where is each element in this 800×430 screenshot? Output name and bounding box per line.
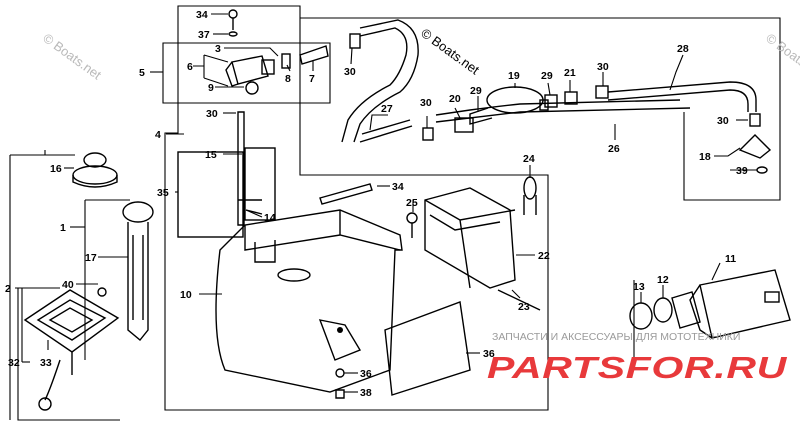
callout-12: 12 [657, 274, 669, 286]
callout-30: 30 [420, 97, 432, 109]
callout-22: 22 [538, 250, 550, 262]
callout-21: 21 [564, 67, 576, 79]
callout-30: 30 [597, 61, 609, 73]
fuel-gauge [122, 201, 154, 341]
leader-lines [15, 13, 757, 393]
boats-watermark-left: © Boats.net [40, 30, 104, 82]
callout-37: 39 [736, 165, 748, 177]
fuel-hoses [341, 19, 757, 143]
callout-4: 4 [155, 129, 161, 141]
callout-3: 3 [215, 43, 221, 55]
callout-36: 36 [360, 368, 372, 380]
callout-35: 36 [483, 348, 495, 360]
callout-26: 26 [608, 143, 620, 155]
callout-2: 2 [5, 283, 11, 295]
callout-29: 29 [541, 70, 553, 82]
callout-38: 38 [360, 387, 372, 399]
watermarks: © Boats.net © Boats.net © Boats.net ЗАПЧ… [40, 25, 800, 385]
callout-36: 37 [198, 29, 210, 41]
callout-33: 34 [392, 181, 404, 193]
callout-40: 40 [62, 279, 74, 291]
fuel-gauge-gasket [23, 287, 120, 411]
boats-watermark-center: © Boats.net [418, 25, 482, 77]
shop-caption: ЗАПЧАСТИ И АКСЕССУАРЫ ДЛЯ МОТОТЕХНИКИ [492, 331, 740, 343]
group-frames [9, 5, 781, 421]
callout-5: 5 [139, 67, 145, 79]
callout-7: 7 [309, 73, 315, 85]
callout-17: 17 [85, 252, 97, 264]
callout-30: 30 [206, 108, 218, 120]
primer-bulb [454, 85, 609, 133]
callout-19: 19 [508, 70, 520, 82]
fuel-valve-assembly [225, 9, 329, 95]
callout-32: 33 [40, 357, 52, 369]
fuel-filter [629, 269, 791, 339]
callout-24: 24 [523, 153, 535, 165]
shop-logo: PARTSFOR.RU [487, 350, 788, 385]
callout-28: 28 [677, 43, 689, 55]
callout-14: 14 [264, 212, 276, 224]
callout-8: 8 [285, 73, 291, 85]
callout-20: 20 [449, 93, 461, 105]
callout-15: 15 [205, 149, 217, 161]
callout-6: 6 [187, 61, 193, 73]
callout-10: 10 [180, 289, 192, 301]
vent-screw [406, 176, 537, 238]
callout-25: 25 [406, 197, 418, 209]
callout-13: 13 [633, 281, 645, 293]
tank-tray [424, 187, 541, 311]
boats-watermark-right: © Boats.net [763, 30, 800, 82]
callout-30: 30 [344, 66, 356, 78]
callout-numbers: 34 37 3 6 9 5 8 7 30 30 15 4 16 35 1 17 … [5, 9, 748, 399]
callout-23: 23 [518, 301, 530, 313]
callout-16: 16 [50, 163, 62, 175]
filler-cap [72, 152, 118, 188]
callout-27: 27 [381, 103, 393, 115]
callout-29: 29 [470, 85, 482, 97]
callout-34: 35 [157, 187, 169, 199]
callout-1: 1 [60, 222, 66, 234]
fuel-tank [215, 209, 403, 393]
callout-39: 34 [196, 9, 208, 21]
callout-11: 11 [725, 253, 736, 265]
callout-18: 18 [699, 151, 711, 163]
callout-31: 32 [8, 357, 20, 369]
callout-30: 30 [717, 115, 729, 127]
callout-9: 9 [208, 82, 214, 94]
